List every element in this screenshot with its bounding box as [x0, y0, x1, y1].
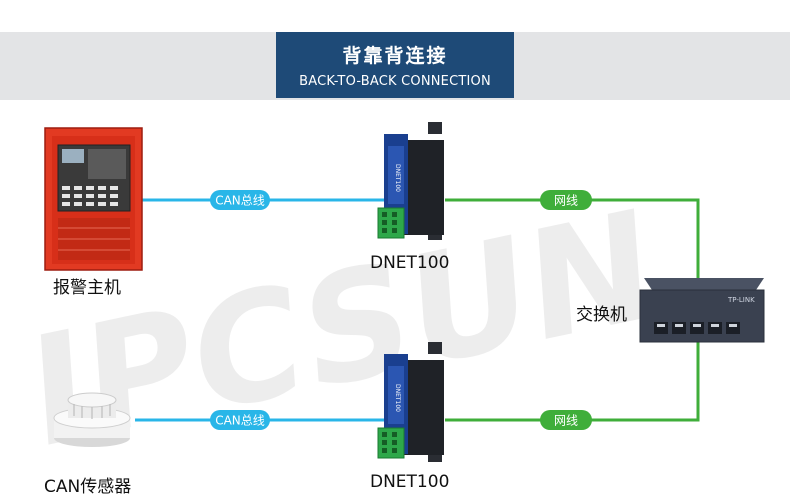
can-bus-tag-top: CAN总线: [210, 190, 270, 210]
network-tag-bottom: 网线: [540, 410, 592, 430]
alarm-host-label: 报警主机: [53, 278, 121, 298]
can-sensor-image: [53, 392, 131, 447]
svg-text:DNET100: DNET100: [394, 384, 401, 412]
gateway-device-top: DNET100: [377, 122, 444, 240]
gateway-device-bottom: DNET100: [377, 342, 444, 462]
network-switch-image: TP-LINK: [639, 278, 765, 343]
network-cable-bottom: [445, 340, 700, 422]
gateway-top-label: DNET100: [370, 253, 450, 273]
can-sensor-label: CAN传感器: [44, 477, 132, 497]
gateway-bottom-label: DNET100: [370, 472, 450, 492]
title-banner: 背靠背连接 BACK-TO-BACK CONNECTION: [276, 32, 514, 98]
svg-text:CAN总线: CAN总线: [215, 414, 265, 428]
switch-brand-text: TP-LINK: [727, 296, 755, 304]
svg-text:CAN总线: CAN总线: [215, 194, 265, 208]
title-english: BACK-TO-BACK CONNECTION: [299, 74, 491, 89]
network-cable-top: [445, 198, 700, 278]
svg-text:网线: 网线: [554, 194, 578, 208]
svg-text:DNET100: DNET100: [394, 164, 401, 192]
can-bus-tag-bottom: CAN总线: [210, 410, 270, 430]
alarm-host-image: [44, 127, 143, 271]
switch-label: 交换机: [576, 305, 627, 325]
svg-text:网线: 网线: [554, 414, 578, 428]
network-tag-top: 网线: [540, 190, 592, 210]
title-chinese: 背靠背连接: [342, 45, 448, 67]
